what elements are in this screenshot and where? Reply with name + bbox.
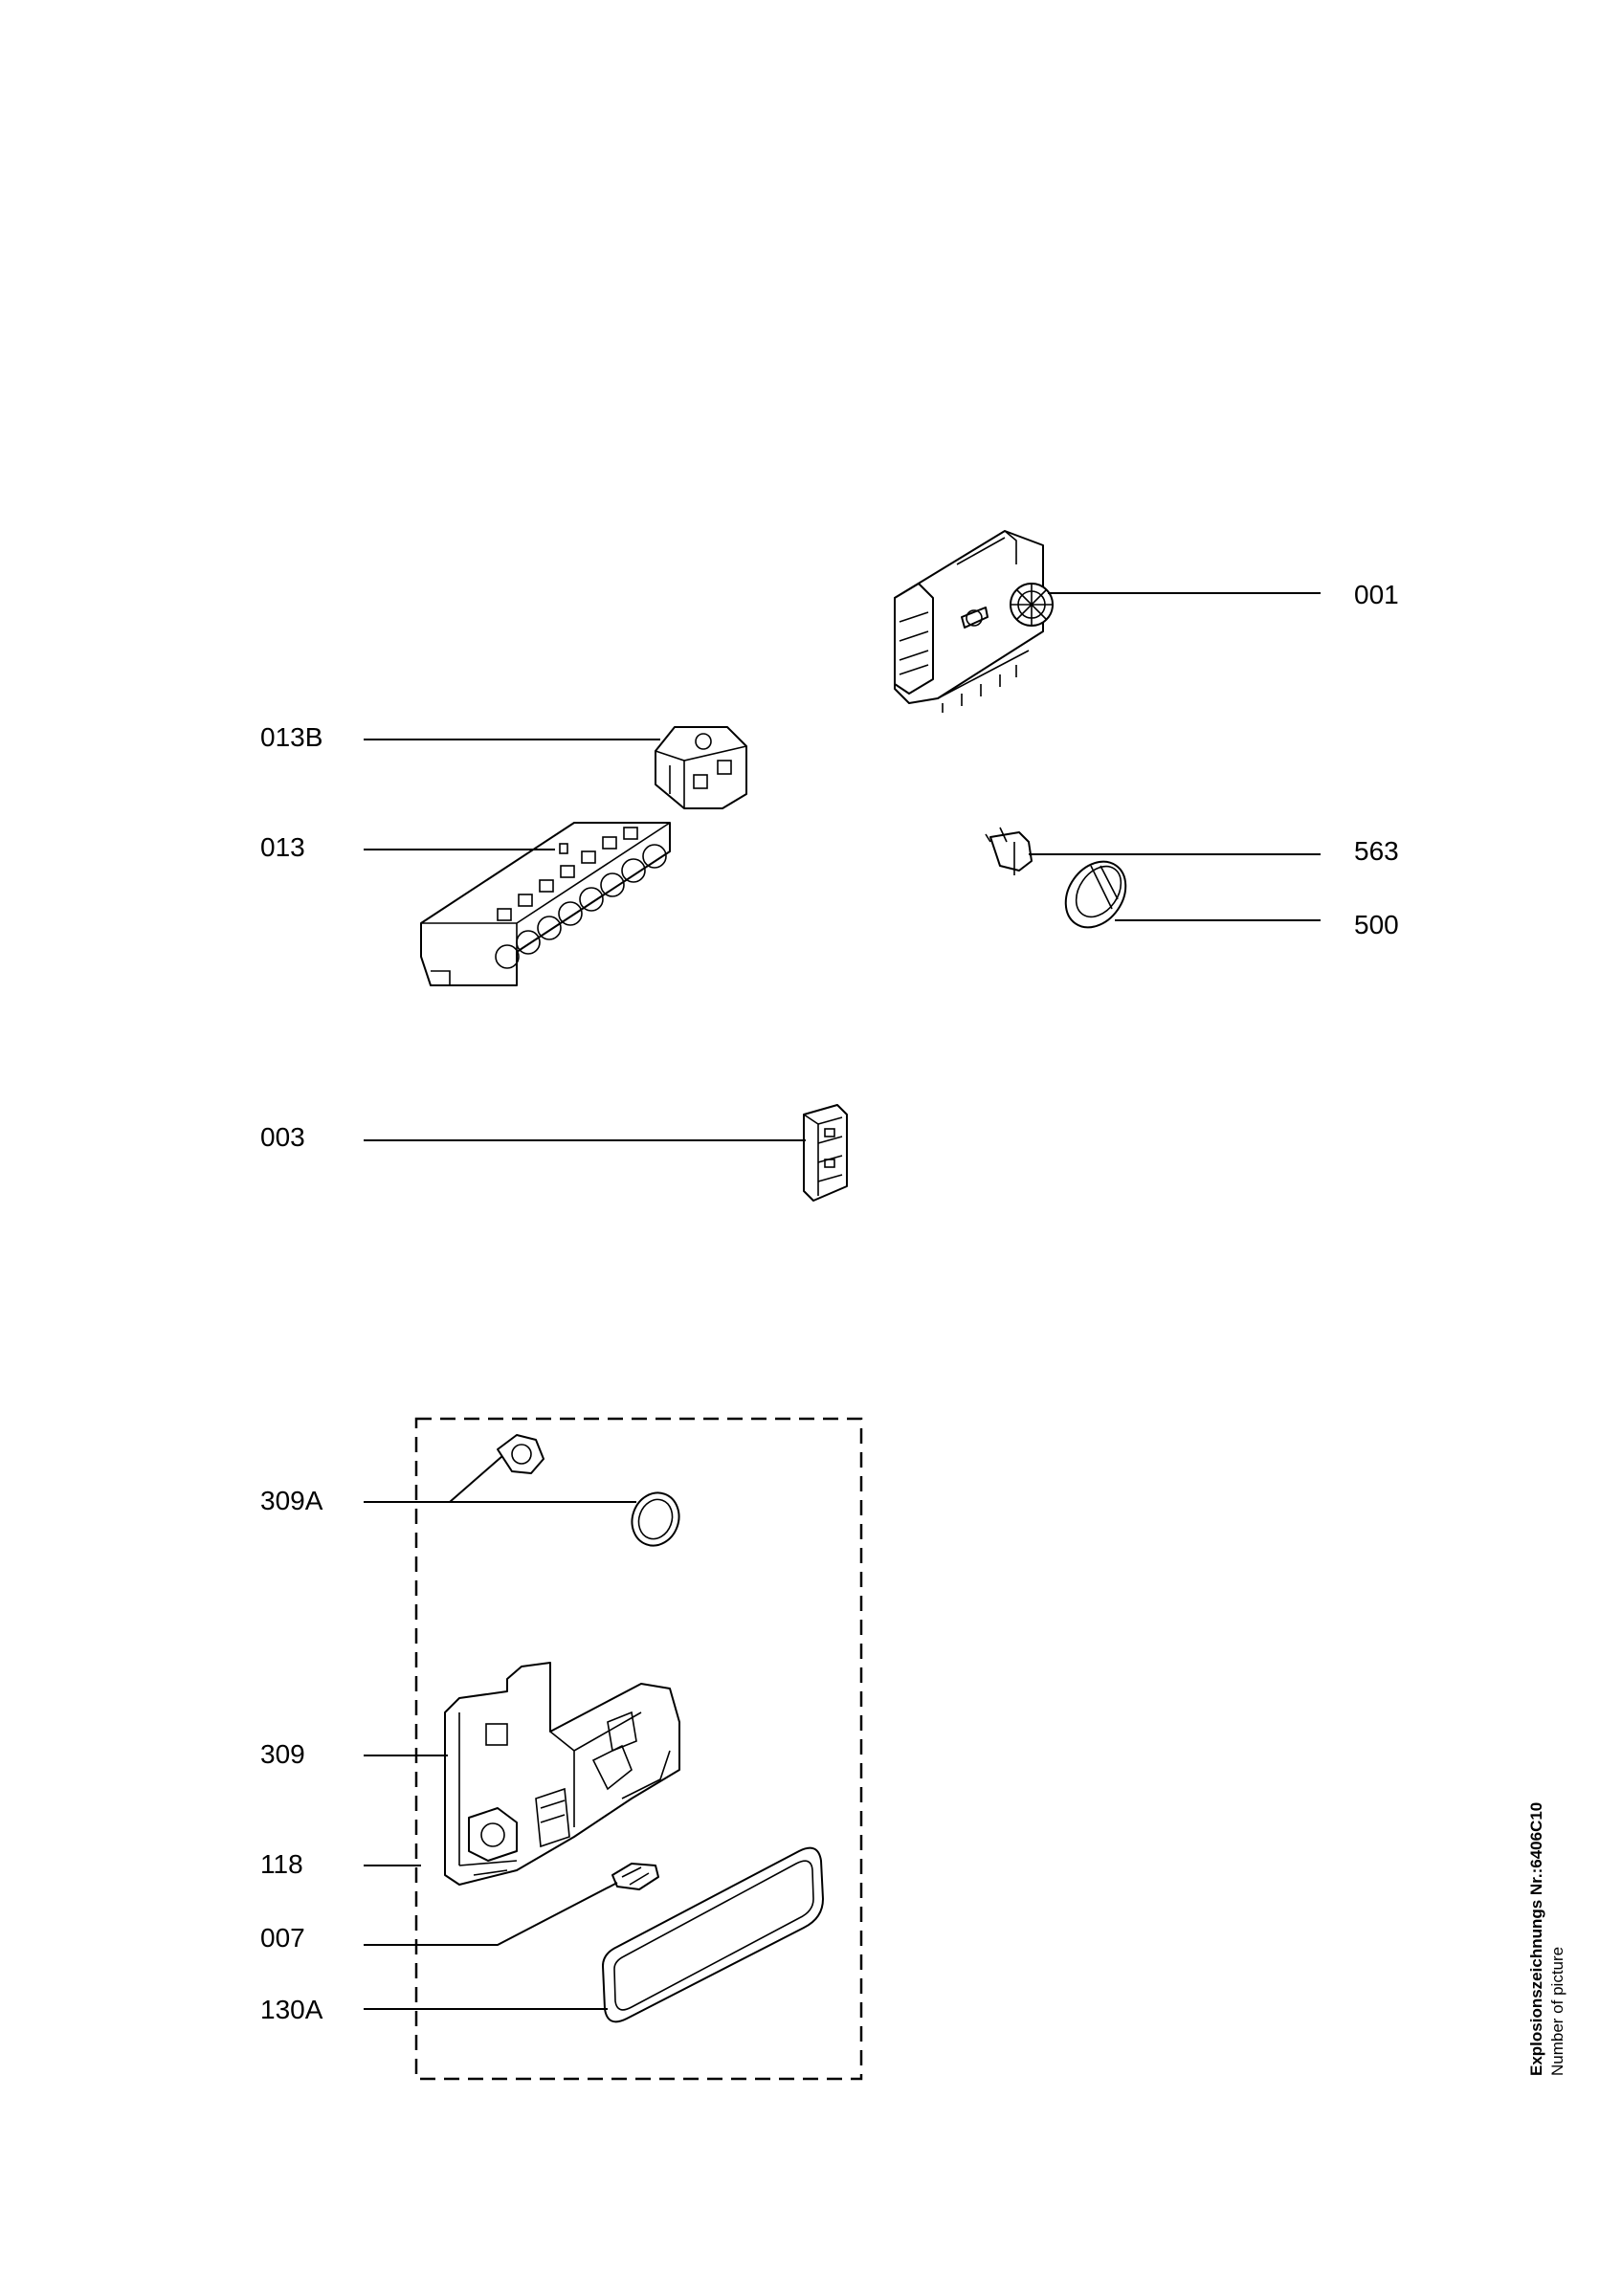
label-500: 500 bbox=[1354, 910, 1399, 939]
part-563-lamp bbox=[985, 827, 1033, 875]
label-007: 007 bbox=[260, 1923, 305, 1953]
part-309A-clip-and-ring bbox=[497, 1434, 680, 1547]
caption-title: Explosionszeichnungs Nr.:6406C10 bbox=[1527, 1801, 1545, 2076]
leader-007 bbox=[364, 1882, 618, 1946]
label-001: 001 bbox=[1354, 580, 1399, 609]
label-563: 563 bbox=[1354, 836, 1399, 866]
label-309: 309 bbox=[260, 1739, 305, 1769]
label-130A: 130A bbox=[260, 1995, 323, 2024]
label-309A: 309A bbox=[260, 1486, 323, 1515]
leader-309A bbox=[364, 1455, 636, 1503]
part-013-pushbutton-bar bbox=[420, 822, 671, 986]
part-130A-gasket bbox=[602, 1846, 824, 2023]
part-500-knob bbox=[1064, 860, 1127, 929]
label-118: 118 bbox=[260, 1849, 303, 1879]
assembly-group-box bbox=[414, 1417, 863, 2081]
part-007-clip bbox=[611, 1863, 659, 1890]
part-309-door-lock bbox=[444, 1662, 680, 1886]
caption-subtitle: Number of picture bbox=[1548, 1946, 1566, 2076]
leader-lines bbox=[364, 592, 1321, 2010]
label-013B: 013B bbox=[260, 722, 323, 752]
label-003: 003 bbox=[260, 1122, 305, 1152]
part-003-bracket bbox=[803, 1104, 848, 1202]
label-013: 013 bbox=[260, 832, 305, 862]
part-001-timer bbox=[894, 530, 1054, 713]
part-013B-switch bbox=[655, 726, 747, 809]
